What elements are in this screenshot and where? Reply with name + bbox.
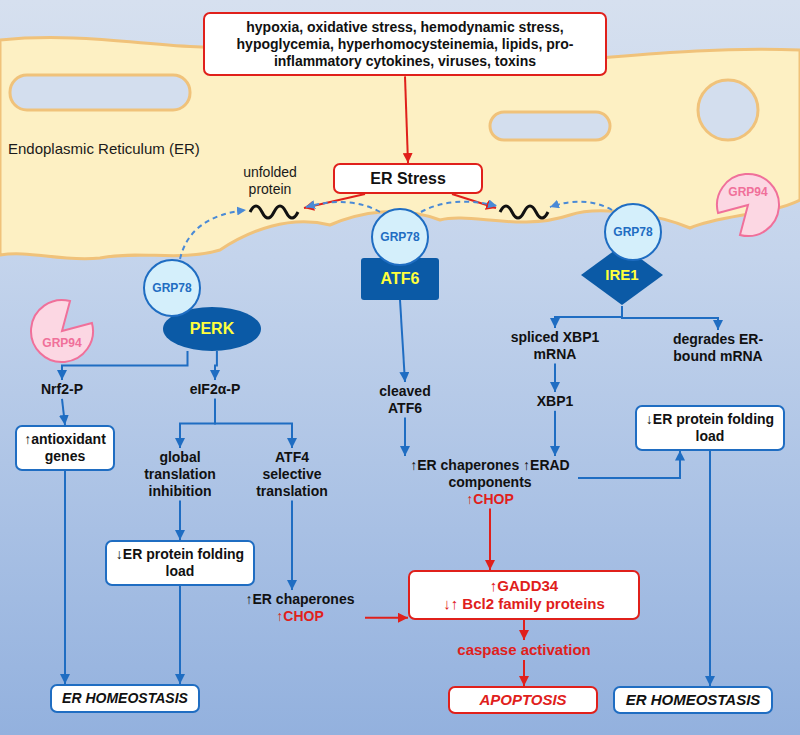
- node-text: ATF6: [381, 269, 420, 288]
- node-text: eIF2α-P: [190, 381, 241, 398]
- pathway-arrow: [215, 399, 292, 448]
- unfolded-protein-squiggle: [500, 206, 548, 218]
- protein-circle: GRP78: [604, 203, 662, 261]
- process-box: hypoxia, oxidative stress, hemodynamic s…: [203, 12, 607, 76]
- node-text: ↑antioxidant genes: [21, 431, 109, 465]
- process-text: caspase activation: [455, 640, 592, 660]
- pathway-arrow: [709, 451, 711, 686]
- pathway-arrow: [64, 471, 66, 684]
- node-text: GRP78: [152, 281, 191, 295]
- stress-arrow: [304, 194, 365, 208]
- node-text: cleaved ATF6: [365, 383, 445, 417]
- process-text: XBP1: [535, 392, 576, 411]
- node-text: hypoxia, oxidative stress, hemodynamic s…: [213, 19, 597, 69]
- node-text: ↓ER protein folding load: [111, 546, 249, 580]
- pathway-arrow: [215, 351, 217, 380]
- node-text: ↑GADD34: [415, 577, 633, 595]
- pathway-arrow: [62, 399, 65, 425]
- process-text: ↑ER chaperones↑CHOP: [235, 590, 365, 626]
- diamond-shape: [581, 245, 663, 305]
- node-text: ↑ER chaperones ↑ERAD components: [404, 457, 576, 491]
- process-text: global translation inhibition: [134, 448, 226, 500]
- pathway-arrow: [291, 500, 293, 590]
- pathway-arrow: [622, 306, 718, 330]
- process-text: ↑ER chaperones ↑ERAD components↑CHOP: [402, 456, 578, 508]
- node-text: ↑CHOP: [404, 491, 576, 508]
- node-text: degrades ER-bound mRNA: [672, 331, 764, 365]
- pacman-shape: [717, 174, 779, 236]
- node-text: ER Stress: [339, 169, 477, 188]
- er-vesicle: [698, 80, 758, 140]
- process-box: ↓ER protein folding load: [635, 405, 785, 451]
- process-box: ↑antioxidant genes: [15, 425, 115, 471]
- pathway-arrow: [179, 500, 181, 540]
- node-text: XBP1: [537, 393, 574, 410]
- node-text: APOPTOSIS: [453, 691, 593, 709]
- node-text: ER HOMEOSTASIS: [618, 691, 768, 709]
- callout-label: unfolded protein: [228, 164, 312, 198]
- unfolded-protein-squiggle: [250, 206, 298, 218]
- process-text: cleaved ATF6: [363, 382, 447, 418]
- pacman-outline: [29, 298, 95, 364]
- protein-circle: GRP78: [143, 259, 201, 317]
- pathway-arrow: [523, 620, 525, 640]
- pathway-arrow: [554, 364, 556, 392]
- er-lumen-gap: [10, 75, 190, 110]
- process-box: ER HOMEOSTASIS: [613, 686, 773, 714]
- process-box: ↑GADD34↓↑ Bcl2 family proteins: [408, 570, 640, 620]
- region-label: Endoplasmic Reticulum (ER): [8, 140, 200, 158]
- node-text: Nrf2-P: [41, 381, 83, 398]
- pathway-arrow: [578, 451, 680, 478]
- node-text: caspase activation: [457, 641, 590, 659]
- process-text: Nrf2-P: [39, 380, 85, 399]
- node-text: ↓ER protein folding load: [641, 411, 779, 445]
- node-text: ↓↑ Bcl2 family proteins: [415, 595, 633, 613]
- node-text: ↑CHOP: [237, 608, 363, 625]
- pathway-arrow: [179, 586, 181, 684]
- process-text: degrades ER-bound mRNA: [670, 330, 766, 366]
- pathway-arrow: [180, 399, 215, 448]
- node-text: GRP94: [42, 336, 81, 350]
- node-text: ATF4 selective translation: [246, 449, 338, 499]
- binding-arrow: [421, 202, 497, 212]
- chaperone-shape: GRP94: [715, 172, 781, 238]
- protein-circle: GRP78: [371, 208, 429, 266]
- er-lumen-gap: [490, 112, 610, 140]
- process-box: ER HOMEOSTASIS: [50, 684, 200, 713]
- binding-arrow: [550, 202, 612, 210]
- chaperone-shape: GRP94: [29, 298, 95, 364]
- node-text: GRP94: [728, 185, 767, 199]
- pathway-arrow: [489, 508, 491, 570]
- node-text: spliced XBP1 mRNA: [505, 329, 605, 363]
- pathway-arrow: [523, 660, 525, 686]
- pathway-arrow: [365, 617, 408, 619]
- node-text: ER HOMEOSTASIS: [56, 690, 194, 707]
- pathway-arrow: [554, 411, 556, 456]
- node-text: global translation inhibition: [136, 449, 224, 499]
- process-text: spliced XBP1 mRNA: [503, 328, 607, 364]
- pathway-arrow: [405, 76, 408, 163]
- process-text: eIF2α-P: [188, 380, 243, 399]
- pathway-arrow: [555, 306, 622, 328]
- process-text: ATF4 selective translation: [244, 448, 340, 500]
- node-text: ↑ER chaperones: [237, 591, 363, 608]
- process-box: ER Stress: [333, 163, 483, 194]
- process-box: ↓ER protein folding load: [105, 540, 255, 586]
- pacman-shape: [31, 300, 93, 362]
- node-text: GRP78: [613, 225, 652, 239]
- binding-arrow: [180, 210, 246, 259]
- node-text: PERK: [190, 319, 234, 338]
- pathway-arrow: [400, 300, 405, 382]
- node-text: IRE1: [605, 266, 638, 284]
- process-box: APOPTOSIS: [448, 686, 598, 714]
- binding-arrow: [306, 202, 380, 212]
- pacman-outline: [715, 172, 781, 238]
- node-text: GRP78: [380, 230, 419, 244]
- pathway-arrow: [404, 418, 406, 456]
